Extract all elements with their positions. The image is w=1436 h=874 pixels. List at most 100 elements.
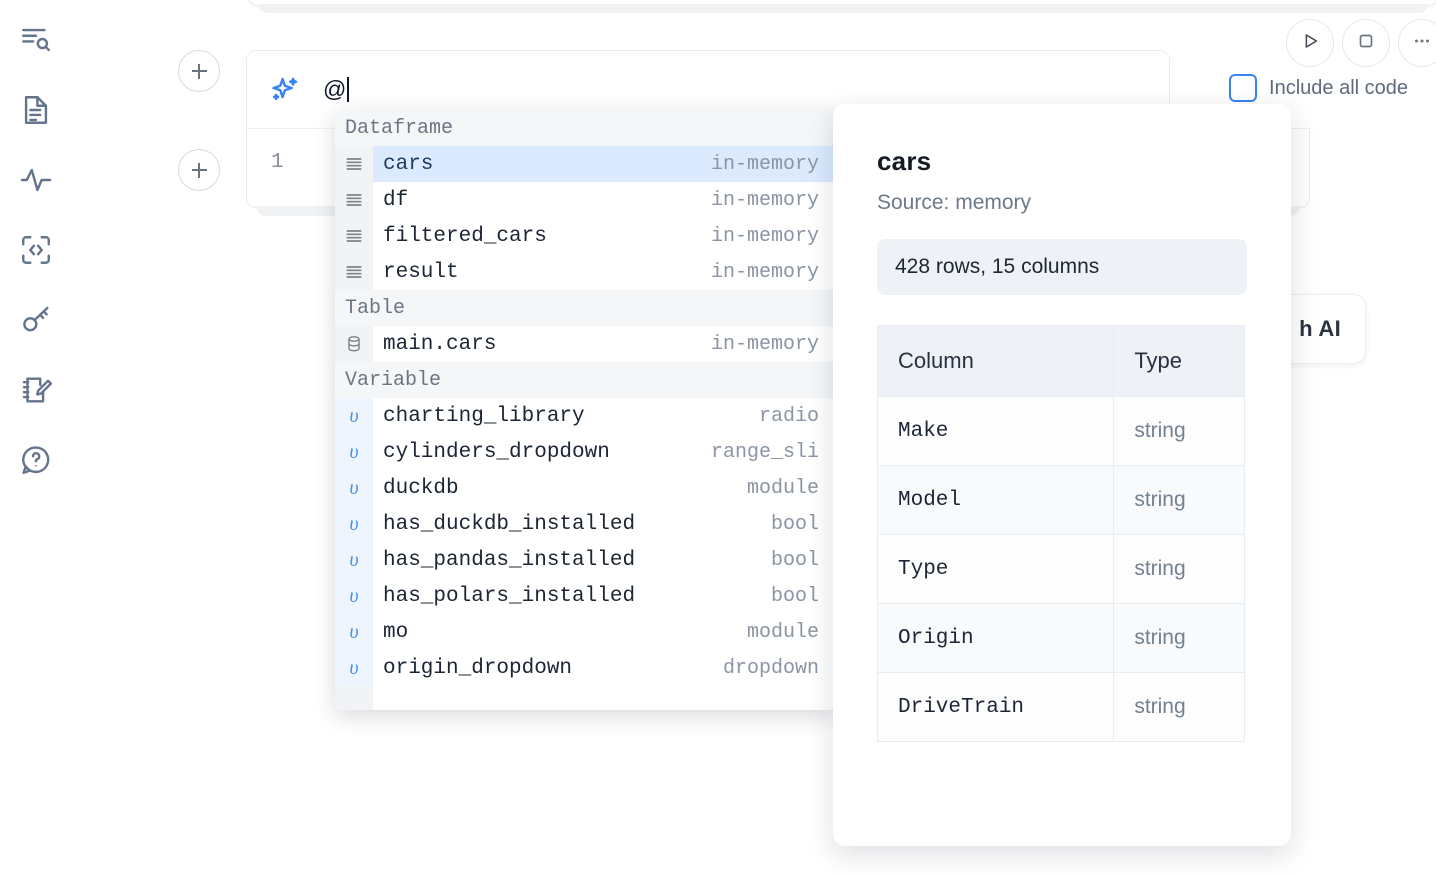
document-icon <box>19 93 53 127</box>
include-all-code-checkbox[interactable] <box>1229 74 1258 102</box>
variable-icon: υ <box>335 506 373 542</box>
schema-column-type: string <box>1113 396 1245 466</box>
autocomplete-item-type: in-memory <box>710 224 819 248</box>
sidebar-item-secrets[interactable] <box>14 298 58 342</box>
stop-cell-button[interactable] <box>1342 19 1390 67</box>
sidebar-item-scratchpad[interactable] <box>14 368 58 412</box>
sidebar-item-snippets[interactable] <box>14 228 58 272</box>
dataset-preview-panel: cars Source: memory 428 rows, 15 columns… <box>833 104 1291 846</box>
key-icon <box>19 303 53 337</box>
autocomplete-group-header: Variable <box>335 362 835 398</box>
more-actions-button[interactable] <box>1398 19 1436 67</box>
help-chat-icon <box>19 443 53 477</box>
variable-icon: υ <box>335 434 373 470</box>
dataframe-rows-icon <box>335 146 373 182</box>
ai-prompt-value: @ <box>323 76 347 102</box>
schema-column-name: Model <box>876 465 1115 535</box>
autocomplete-item-name: origin_dropdown <box>383 656 573 680</box>
table-header-row: Column Type <box>876 325 1245 397</box>
sidebar-rail <box>0 0 72 874</box>
autocomplete-item-type: in-memory <box>710 188 819 212</box>
variable-icon: υ <box>335 614 373 650</box>
dataframe-rows-icon <box>335 182 373 218</box>
autocomplete-item-body: df in-memory <box>373 182 835 218</box>
include-all-code-label: Include all code <box>1269 76 1408 99</box>
variable-icon: υ <box>335 650 373 686</box>
autocomplete-item-name: df <box>383 188 409 212</box>
sidebar-item-activity[interactable] <box>14 158 58 202</box>
play-icon <box>1299 30 1321 57</box>
text-caret <box>347 77 350 102</box>
add-cell-below-button[interactable] <box>178 149 220 191</box>
autocomplete-item-type: radio <box>758 404 819 428</box>
dataset-source: Source: memory <box>877 191 1032 214</box>
notebook-pencil-icon <box>19 373 53 407</box>
autocomplete-item-type: dropdown <box>722 656 819 680</box>
column-header-type: Type <box>1113 325 1245 397</box>
ellipsis-icon <box>1411 30 1433 57</box>
autocomplete-item[interactable]: df in-memory <box>335 182 835 218</box>
autocomplete-item-type: in-memory <box>710 152 819 176</box>
autocomplete-item-body: origin_dropdown dropdown <box>373 650 835 686</box>
autocomplete-item-type: bool <box>770 512 819 536</box>
line-number: 1 <box>271 151 284 174</box>
plus-icon <box>191 162 207 178</box>
sidebar-item-notebook-file[interactable] <box>14 88 58 132</box>
variable-icon: υ <box>335 542 373 578</box>
autocomplete-item[interactable]: υ origin_dropdown dropdown <box>335 650 835 686</box>
autocomplete-item-name: has_polars_installed <box>383 584 636 608</box>
autocomplete-item-name: duckdb <box>383 476 459 500</box>
sidebar-item-help[interactable] <box>14 438 58 482</box>
autocomplete-item-type: bool <box>770 584 819 608</box>
sparkle-ai-icon <box>267 73 301 107</box>
schema-column-name: Make <box>876 396 1115 466</box>
autocomplete-group-header: Table <box>335 290 835 326</box>
run-cell-button[interactable] <box>1286 19 1334 67</box>
code-brackets-icon <box>19 233 53 267</box>
ai-prompt-input[interactable]: @ <box>323 76 350 103</box>
autocomplete-item-name: has_pandas_installed <box>383 548 636 572</box>
variable-icon: υ <box>335 398 373 434</box>
run-controls <box>1286 19 1436 67</box>
list-search-icon <box>19 23 53 57</box>
autocomplete-item-body: charting_library radio <box>373 398 835 434</box>
plus-icon <box>191 63 207 79</box>
schema-column-type: string <box>1113 534 1245 604</box>
autocomplete-item[interactable]: υ charting_library radio <box>335 398 835 434</box>
autocomplete-item-name: charting_library <box>383 404 585 428</box>
autocomplete-item-name: cylinders_dropdown <box>383 440 610 464</box>
sidebar-item-outline-search[interactable] <box>14 18 58 62</box>
variable-icon: υ <box>335 470 373 506</box>
schema-column-type: string <box>1113 603 1245 673</box>
activity-pulse-icon <box>19 163 53 197</box>
dataframe-rows-icon <box>335 254 373 290</box>
autocomplete-item-type: module <box>746 620 819 644</box>
autocomplete-item-name: main.cars <box>383 332 497 356</box>
include-all-code-row[interactable]: Include all code <box>1229 74 1408 102</box>
database-icon <box>335 326 373 362</box>
add-cell-above-button[interactable] <box>178 50 220 92</box>
schema-column-name: Origin <box>876 603 1115 673</box>
